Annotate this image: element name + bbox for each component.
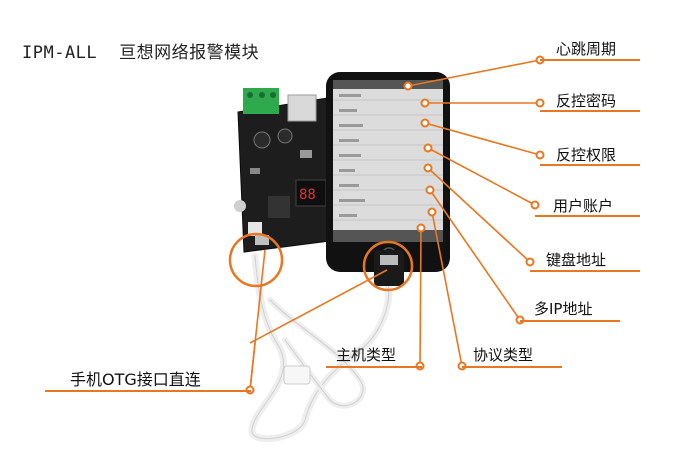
mcu-chip: [268, 196, 290, 218]
underline: [326, 366, 422, 368]
callout-dot: [427, 207, 437, 217]
ethernet-port: [287, 94, 317, 122]
callout-user-account: 用户账户: [553, 197, 614, 215]
usb-port: [255, 235, 269, 245]
underline: [535, 215, 640, 217]
underline: [540, 164, 640, 166]
usb-cable: [248, 252, 393, 443]
svg-text:88: 88: [299, 187, 316, 203]
underline: [530, 270, 640, 272]
underline: [45, 390, 251, 392]
callout-dot: [535, 150, 545, 160]
callout-dot: [525, 257, 535, 267]
callout-dot: [423, 143, 433, 153]
phone-port-highlight: [362, 240, 414, 292]
callout-protocol-type: 协议类型: [473, 346, 534, 364]
callout-otg: 手机OTG接口直连: [70, 370, 201, 389]
underline: [540, 59, 640, 61]
callout-dot: [416, 223, 426, 233]
callout-dot: [425, 185, 435, 195]
callout-dot: [530, 200, 540, 210]
callout-multi-ip: 多IP地址: [534, 300, 593, 318]
product-name: 亘想网络报警模块: [119, 43, 260, 63]
board-port-highlight: [228, 232, 284, 288]
underline: [462, 366, 562, 368]
callout-lines: [249, 59, 541, 391]
callout-keyboard-address: 键盘地址: [546, 251, 607, 269]
callout-host-type: 主机类型: [336, 346, 397, 364]
cable-clip: [283, 365, 311, 385]
model-label: IPM-ALL: [22, 43, 98, 63]
callout-reverse-password: 反控密码: [556, 92, 617, 110]
terminal-block: [243, 88, 279, 114]
callout-reverse-permission: 反控权限: [556, 146, 617, 164]
callout-dot: [535, 98, 545, 108]
underline: [520, 320, 620, 322]
callout-dot: [420, 98, 430, 108]
alarm-module-board: 88: [234, 88, 339, 253]
callout-heartbeat: 心跳周期: [556, 40, 617, 58]
callout-dot: [420, 118, 430, 128]
underline: [540, 110, 640, 112]
smartphone: [326, 72, 450, 286]
callout-dot: [423, 163, 433, 173]
callout-dot: [403, 81, 413, 91]
page-title: IPM-ALL 亘想网络报警模块: [22, 38, 259, 63]
